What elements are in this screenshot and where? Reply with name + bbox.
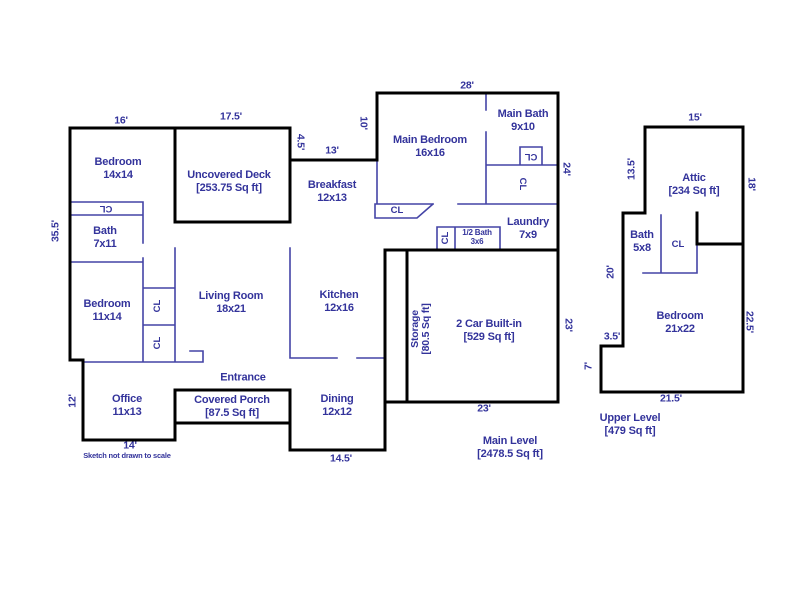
room-label-office: Office 11x13 xyxy=(112,393,142,419)
room-label-dining: Dining 12x12 xyxy=(320,393,353,419)
room-name: Dining xyxy=(320,393,354,405)
level-area: [479 Sq ft] xyxy=(604,425,656,437)
room-dim: 7x11 xyxy=(93,238,117,250)
closet-label: CL xyxy=(524,151,538,162)
dim-label-garage-bottom: 23' xyxy=(477,402,491,415)
dim-label-office-bottom: 14' xyxy=(123,439,137,452)
room-label-storage: Storage [80.5 Sq ft] xyxy=(409,303,432,355)
room-dim: 7x9 xyxy=(519,229,537,241)
room-label-garage: 2 Car Built-in [529 Sq ft] xyxy=(456,318,522,344)
room-label-upper-bedroom: Bedroom 21x22 xyxy=(657,310,704,336)
dim-label-deck-top: 17.5' xyxy=(220,110,242,123)
closet-label: CL xyxy=(440,231,451,245)
dim-label-breakfast-top: 13' xyxy=(325,144,339,157)
room-dim: [80.5 Sq ft] xyxy=(420,303,432,355)
dim-label-right-side-24: 24' xyxy=(560,162,573,176)
room-label-covered-porch: Covered Porch [87.5 Sq ft] xyxy=(194,394,270,420)
dim-label-garage-right: 23' xyxy=(562,318,575,332)
room-label-entrance: Entrance xyxy=(220,371,266,384)
dim-label-attic-top: 15' xyxy=(688,111,702,124)
closet-label: CL xyxy=(152,336,163,350)
dim-label-upper-left-20: 20' xyxy=(604,265,617,279)
dim-label-main-bedroom-left: 10' xyxy=(357,116,370,130)
dim-label-upper-right: 22.5' xyxy=(743,311,756,333)
room-name: Bath xyxy=(630,229,654,241)
room-dim: [529 Sq ft] xyxy=(463,331,515,343)
room-label-bedroom-14: Bedroom 14x14 xyxy=(95,156,142,182)
dim-label-main-bedroom-top: 28' xyxy=(460,79,474,92)
scale-note: Sketch not drawn to scale xyxy=(83,451,171,460)
room-label-uncovered-deck: Uncovered Deck [253.75 Sq ft] xyxy=(187,169,271,195)
closet-label: CL xyxy=(99,203,113,214)
dim-label-left-side: 35.5' xyxy=(49,220,62,242)
room-dim: 5x8 xyxy=(633,242,651,254)
dim-label-upper-step: 3.5' xyxy=(603,330,621,343)
dim-label-upper-left-7: 7' xyxy=(582,362,595,370)
room-dim: 3x6 xyxy=(470,237,484,246)
room-dim: 18x21 xyxy=(216,303,246,315)
room-name: Laundry xyxy=(507,216,549,228)
room-dim: 9x10 xyxy=(511,121,535,133)
room-label-main-bath: Main Bath 9x10 xyxy=(498,108,549,134)
room-dim: [234 Sq ft] xyxy=(668,185,720,197)
level-label-upper: Upper Level [479 Sq ft] xyxy=(600,412,661,438)
closet-label: CL xyxy=(390,205,404,216)
room-name: Bedroom xyxy=(656,310,704,322)
room-dim: [87.5 Sq ft] xyxy=(205,407,259,419)
dim-label-upper-bottom: 21.5' xyxy=(660,392,682,405)
interior-walls-path xyxy=(69,92,698,363)
room-name: Uncovered Deck xyxy=(187,169,271,181)
closet-label: CL xyxy=(152,299,163,313)
room-dim: 11x14 xyxy=(92,311,122,323)
level-name: Upper Level xyxy=(599,412,661,424)
room-label-breakfast: Breakfast 12x13 xyxy=(307,179,357,205)
room-name: Bath xyxy=(93,225,117,237)
room-name: Office xyxy=(112,393,142,405)
level-name: Main Level xyxy=(482,435,538,447)
room-dim: 16x16 xyxy=(415,147,445,159)
room-name: Bedroom xyxy=(83,298,131,310)
room-name: Living Room xyxy=(198,290,264,302)
dim-label-deck-side: 4.5' xyxy=(294,133,307,151)
room-name: Main Bath xyxy=(497,108,549,120)
room-dim: 12x13 xyxy=(317,192,347,204)
room-name: Bedroom xyxy=(94,156,142,168)
dim-label-dining-bottom: 14.5' xyxy=(330,452,352,465)
closet-label: CL xyxy=(517,177,528,191)
room-name: Covered Porch xyxy=(194,394,270,406)
room-name: Main Bedroom xyxy=(393,134,467,146)
room-label-main-bedroom: Main Bedroom 16x16 xyxy=(393,134,467,160)
room-label-bedroom-11: Bedroom 11x14 xyxy=(84,298,131,324)
room-name: 1/2 Bath xyxy=(462,228,492,237)
room-dim: 14x14 xyxy=(103,169,133,181)
room-label-laundry: Laundry 7x9 xyxy=(507,216,549,242)
level-area: [2478.5 Sq ft] xyxy=(477,448,543,460)
room-dim: 11x13 xyxy=(112,406,142,418)
room-label-bath-7x11: Bath 7x11 xyxy=(93,225,117,251)
room-name: Kitchen xyxy=(319,289,359,301)
closet-label: CL xyxy=(671,239,685,250)
room-dim: 21x22 xyxy=(665,323,695,335)
room-name: Attic xyxy=(682,172,706,184)
dim-label-attic-left: 13.5' xyxy=(625,158,638,180)
exterior-walls-path xyxy=(68,91,745,452)
room-label-upper-bath: Bath 5x8 xyxy=(630,229,654,255)
room-dim: [253.75 Sq ft] xyxy=(196,182,262,194)
room-dim: 12x12 xyxy=(322,406,352,418)
dim-label-bedroom14-top: 16' xyxy=(114,114,128,127)
dim-label-office-left: 12' xyxy=(66,394,79,408)
room-name: 2 Car Built-in xyxy=(456,318,522,330)
room-name: Breakfast xyxy=(307,179,357,191)
room-label-half-bath: 1/2 Bath 3x6 xyxy=(462,228,492,246)
room-label-kitchen: Kitchen 12x16 xyxy=(320,289,359,315)
level-label-main: Main Level [2478.5 Sq ft] xyxy=(477,435,543,461)
room-dim: 12x16 xyxy=(324,302,354,314)
room-label-attic: Attic [234 Sq ft] xyxy=(669,172,720,198)
dim-label-attic-right: 18' xyxy=(745,177,758,191)
room-label-living-room: Living Room 18x21 xyxy=(198,290,264,316)
